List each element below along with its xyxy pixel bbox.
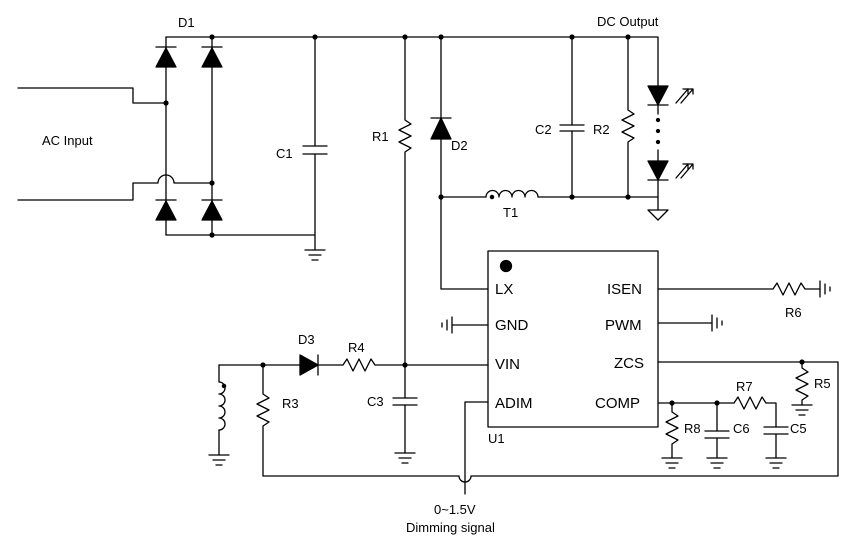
junction-dots	[163, 34, 805, 406]
capacitor-c2	[559, 36, 585, 198]
label-r2: R2	[593, 122, 610, 137]
resistor-r2	[621, 36, 635, 198]
label-r4: R4	[348, 340, 365, 355]
label-r1: R1	[372, 129, 389, 144]
label-u1: U1	[488, 431, 505, 446]
resistor-r5	[791, 361, 813, 416]
capacitor-c1	[302, 36, 328, 261]
comp-network	[657, 396, 789, 469]
ac-input-wires	[17, 87, 213, 201]
label-r6: R6	[785, 305, 802, 320]
label-dim-range: 0~1.5V	[434, 502, 476, 517]
label-r8: R8	[684, 421, 701, 436]
resistor-r1	[398, 36, 412, 366]
label-r5: R5	[814, 376, 831, 391]
label-dim-signal: Dimming signal	[406, 520, 495, 535]
bridge-rectifier-d1	[155, 36, 316, 236]
diode-d2	[430, 36, 489, 290]
label-dc-output: DC Output	[597, 14, 659, 29]
pin-vin: VIN	[495, 356, 521, 373]
zcs-return-path	[262, 361, 839, 483]
label-t1: T1	[503, 205, 519, 220]
label-r3: R3	[282, 396, 299, 411]
pin-comp: COMP	[595, 395, 640, 412]
label-r7: R7	[736, 379, 753, 394]
pin-lx: LX	[495, 281, 514, 298]
label-c6: C6	[733, 421, 750, 436]
ic-u1	[487, 250, 659, 428]
label-c5: C5	[790, 421, 807, 436]
label-d1: D1	[178, 15, 195, 30]
pin-adim: ADIM	[495, 395, 533, 412]
label-c1: C1	[276, 146, 293, 161]
gnd-pin-ground	[441, 316, 489, 334]
inductor-t1	[440, 189, 659, 200]
label-c3: C3	[367, 394, 384, 409]
pwm-pin-ground	[657, 314, 723, 332]
pin-isen: ISEN	[607, 281, 643, 298]
label-ac-input: AC Input	[42, 133, 93, 148]
vin-network	[208, 354, 489, 477]
label-d2: D2	[451, 138, 468, 153]
pin-zcs: ZCS	[614, 355, 644, 372]
pin1-dot	[499, 259, 513, 273]
resistor-r6	[657, 280, 831, 298]
adim-input-line	[464, 401, 489, 495]
pin-gnd: GND	[495, 317, 529, 334]
led-string	[627, 36, 694, 221]
label-c2: C2	[535, 122, 552, 137]
label-d3: D3	[298, 332, 315, 347]
pin-pwm: PWM	[605, 317, 642, 334]
